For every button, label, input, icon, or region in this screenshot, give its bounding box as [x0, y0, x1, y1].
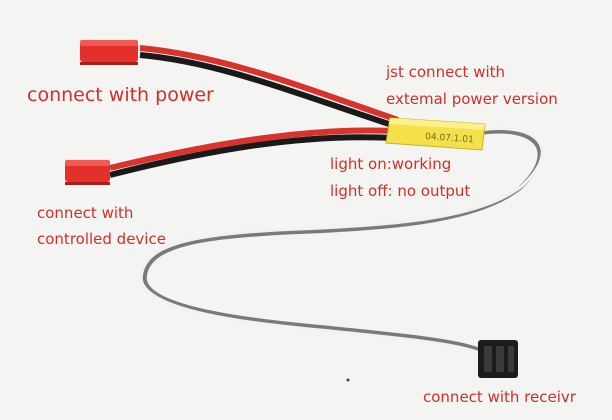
switch-module: 04.07.1.01 [385, 117, 486, 151]
label-controlled-device: controlled device [37, 230, 166, 248]
label-light-on: light on:working [330, 155, 452, 173]
device-jst-connector [65, 160, 110, 185]
module-marking: 04.07.1.01 [425, 132, 474, 145]
device-lead-wires [109, 127, 395, 178]
label-connect-with-device: connect with [37, 204, 134, 222]
label-external-power-version: extemal power version [386, 90, 558, 108]
label-connect-with-receiver: connect with receivr [423, 388, 576, 406]
dust-speck [346, 378, 350, 382]
servo-lead-wires [139, 127, 544, 355]
label-jst-connect: jst connect with [386, 63, 506, 81]
label-connect-with-power: connect with power [27, 84, 214, 106]
label-light-off: light off: no output [330, 182, 471, 200]
power-jst-connector [80, 40, 138, 65]
receiver-servo-connector [478, 340, 518, 378]
power-lead-wires [139, 45, 399, 129]
